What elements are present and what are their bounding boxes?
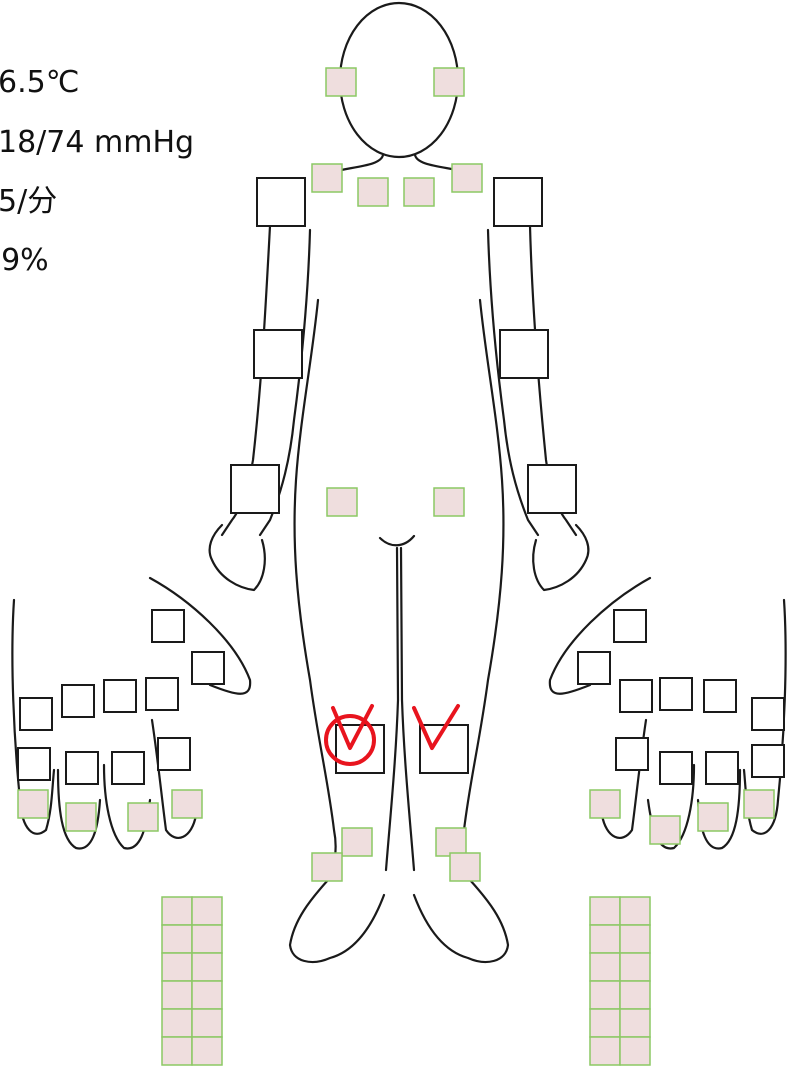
hip-marker-left (327, 488, 357, 516)
left-toe-grid-cell (192, 1009, 222, 1037)
jaw-marker-left (326, 68, 356, 96)
left-toe-grid-cell (162, 925, 192, 953)
left-hand-dip-marker-3 (128, 803, 158, 831)
right-hand-dip-marker-2 (650, 816, 680, 844)
right-hand-mcp-box-4 (752, 698, 784, 730)
right-hand-mcp-box-1 (620, 680, 652, 712)
wrist-box-left (231, 465, 279, 513)
left-foot-outline (290, 880, 384, 962)
left-toe-grid-cell (192, 925, 222, 953)
foot-marker-left (312, 853, 342, 881)
right-toe-grid-cell (620, 953, 650, 981)
left-toe-grid-cell (192, 953, 222, 981)
right-hand-dip-marker-3 (698, 803, 728, 831)
right-hand-dip-marker-4 (744, 790, 774, 818)
inner-leg-right-outline (401, 548, 414, 870)
right-toe-grid-cell (590, 925, 620, 953)
ankle-marker-left (342, 828, 372, 856)
right-toe-grid-cell (620, 925, 650, 953)
right-toe-grid-cell (590, 953, 620, 981)
left-hand-pip-box-1 (18, 748, 50, 780)
left-hand-dip-marker-4 (172, 790, 202, 818)
right-toe-grid-cell (590, 1037, 620, 1065)
right-toe-grid-cell (590, 1009, 620, 1037)
right-hand-dip-marker-1 (590, 790, 620, 818)
left-toe-grid-cell (162, 1037, 192, 1065)
left-hand-thumb-mcp-box (192, 652, 224, 684)
ankle-marker-right (436, 828, 466, 856)
left-hand-dip-marker-1 (18, 790, 48, 818)
right-toe-grid-cell (620, 1037, 650, 1065)
left-toe-grid-cell (162, 897, 192, 925)
right-toe-grid-cell (620, 981, 650, 1009)
sternoclavicular-marker-left (358, 178, 388, 206)
right-toe-grid-cell (590, 897, 620, 925)
elbow-box-left (254, 330, 302, 378)
left-hand-pip-box-2 (66, 752, 98, 784)
left-hand-dip-marker-2 (66, 803, 96, 831)
wrist-box-right (528, 465, 576, 513)
sternoclavicular-marker-right (404, 178, 434, 206)
left-toe-grid-cell (162, 953, 192, 981)
hip-marker-right (434, 488, 464, 516)
right-hand-thumb-ip-box (614, 610, 646, 642)
right-hand-pip-box-1 (616, 738, 648, 770)
right-toe-grid-cell (620, 1009, 650, 1037)
neck-marker-left (312, 164, 342, 192)
left-hand-pip-box-4 (158, 738, 190, 770)
right-hand-pip-box-3 (706, 752, 738, 784)
left-toe-grid-cell (192, 1037, 222, 1065)
right-toe-grid-cell (620, 897, 650, 925)
left-hand-mcp-box-1 (20, 698, 52, 730)
elbow-box-right (500, 330, 548, 378)
foot-marker-right (450, 853, 480, 881)
left-toe-grid-cell (162, 1009, 192, 1037)
right-hand-pip-box-4 (752, 745, 784, 777)
left-toe-grid-cell (192, 897, 222, 925)
left-hand-mcp-box-2 (62, 685, 94, 717)
neck-marker-right (452, 164, 482, 192)
shoulder-box-left (257, 178, 305, 226)
inner-leg-left-outline (386, 548, 398, 870)
shoulder-box-right (494, 178, 542, 226)
right-hand-mcp-box-2 (660, 678, 692, 710)
right-hand-pip-box-2 (660, 752, 692, 784)
right-toe-grid-cell (590, 981, 620, 1009)
left-hand-pip-box-3 (112, 752, 144, 784)
left-toe-grid-cell (192, 981, 222, 1009)
right-hand-thumb-mcp-box (578, 652, 610, 684)
torso-right-outline (462, 300, 503, 880)
left-hand-outline (210, 525, 265, 590)
left-toe-grid-cell (162, 981, 192, 1009)
right-hand-mcp-box-3 (704, 680, 736, 712)
right-hand-outline (533, 525, 588, 590)
groin-outline (380, 536, 414, 545)
jaw-marker-right (434, 68, 464, 96)
left-hand-mcp-box-3 (104, 680, 136, 712)
torso-left-outline (295, 300, 336, 880)
left-hand-thumb-ip-box (152, 610, 184, 642)
left-hand-mcp-box-4 (146, 678, 178, 710)
right-foot-outline (414, 880, 508, 962)
